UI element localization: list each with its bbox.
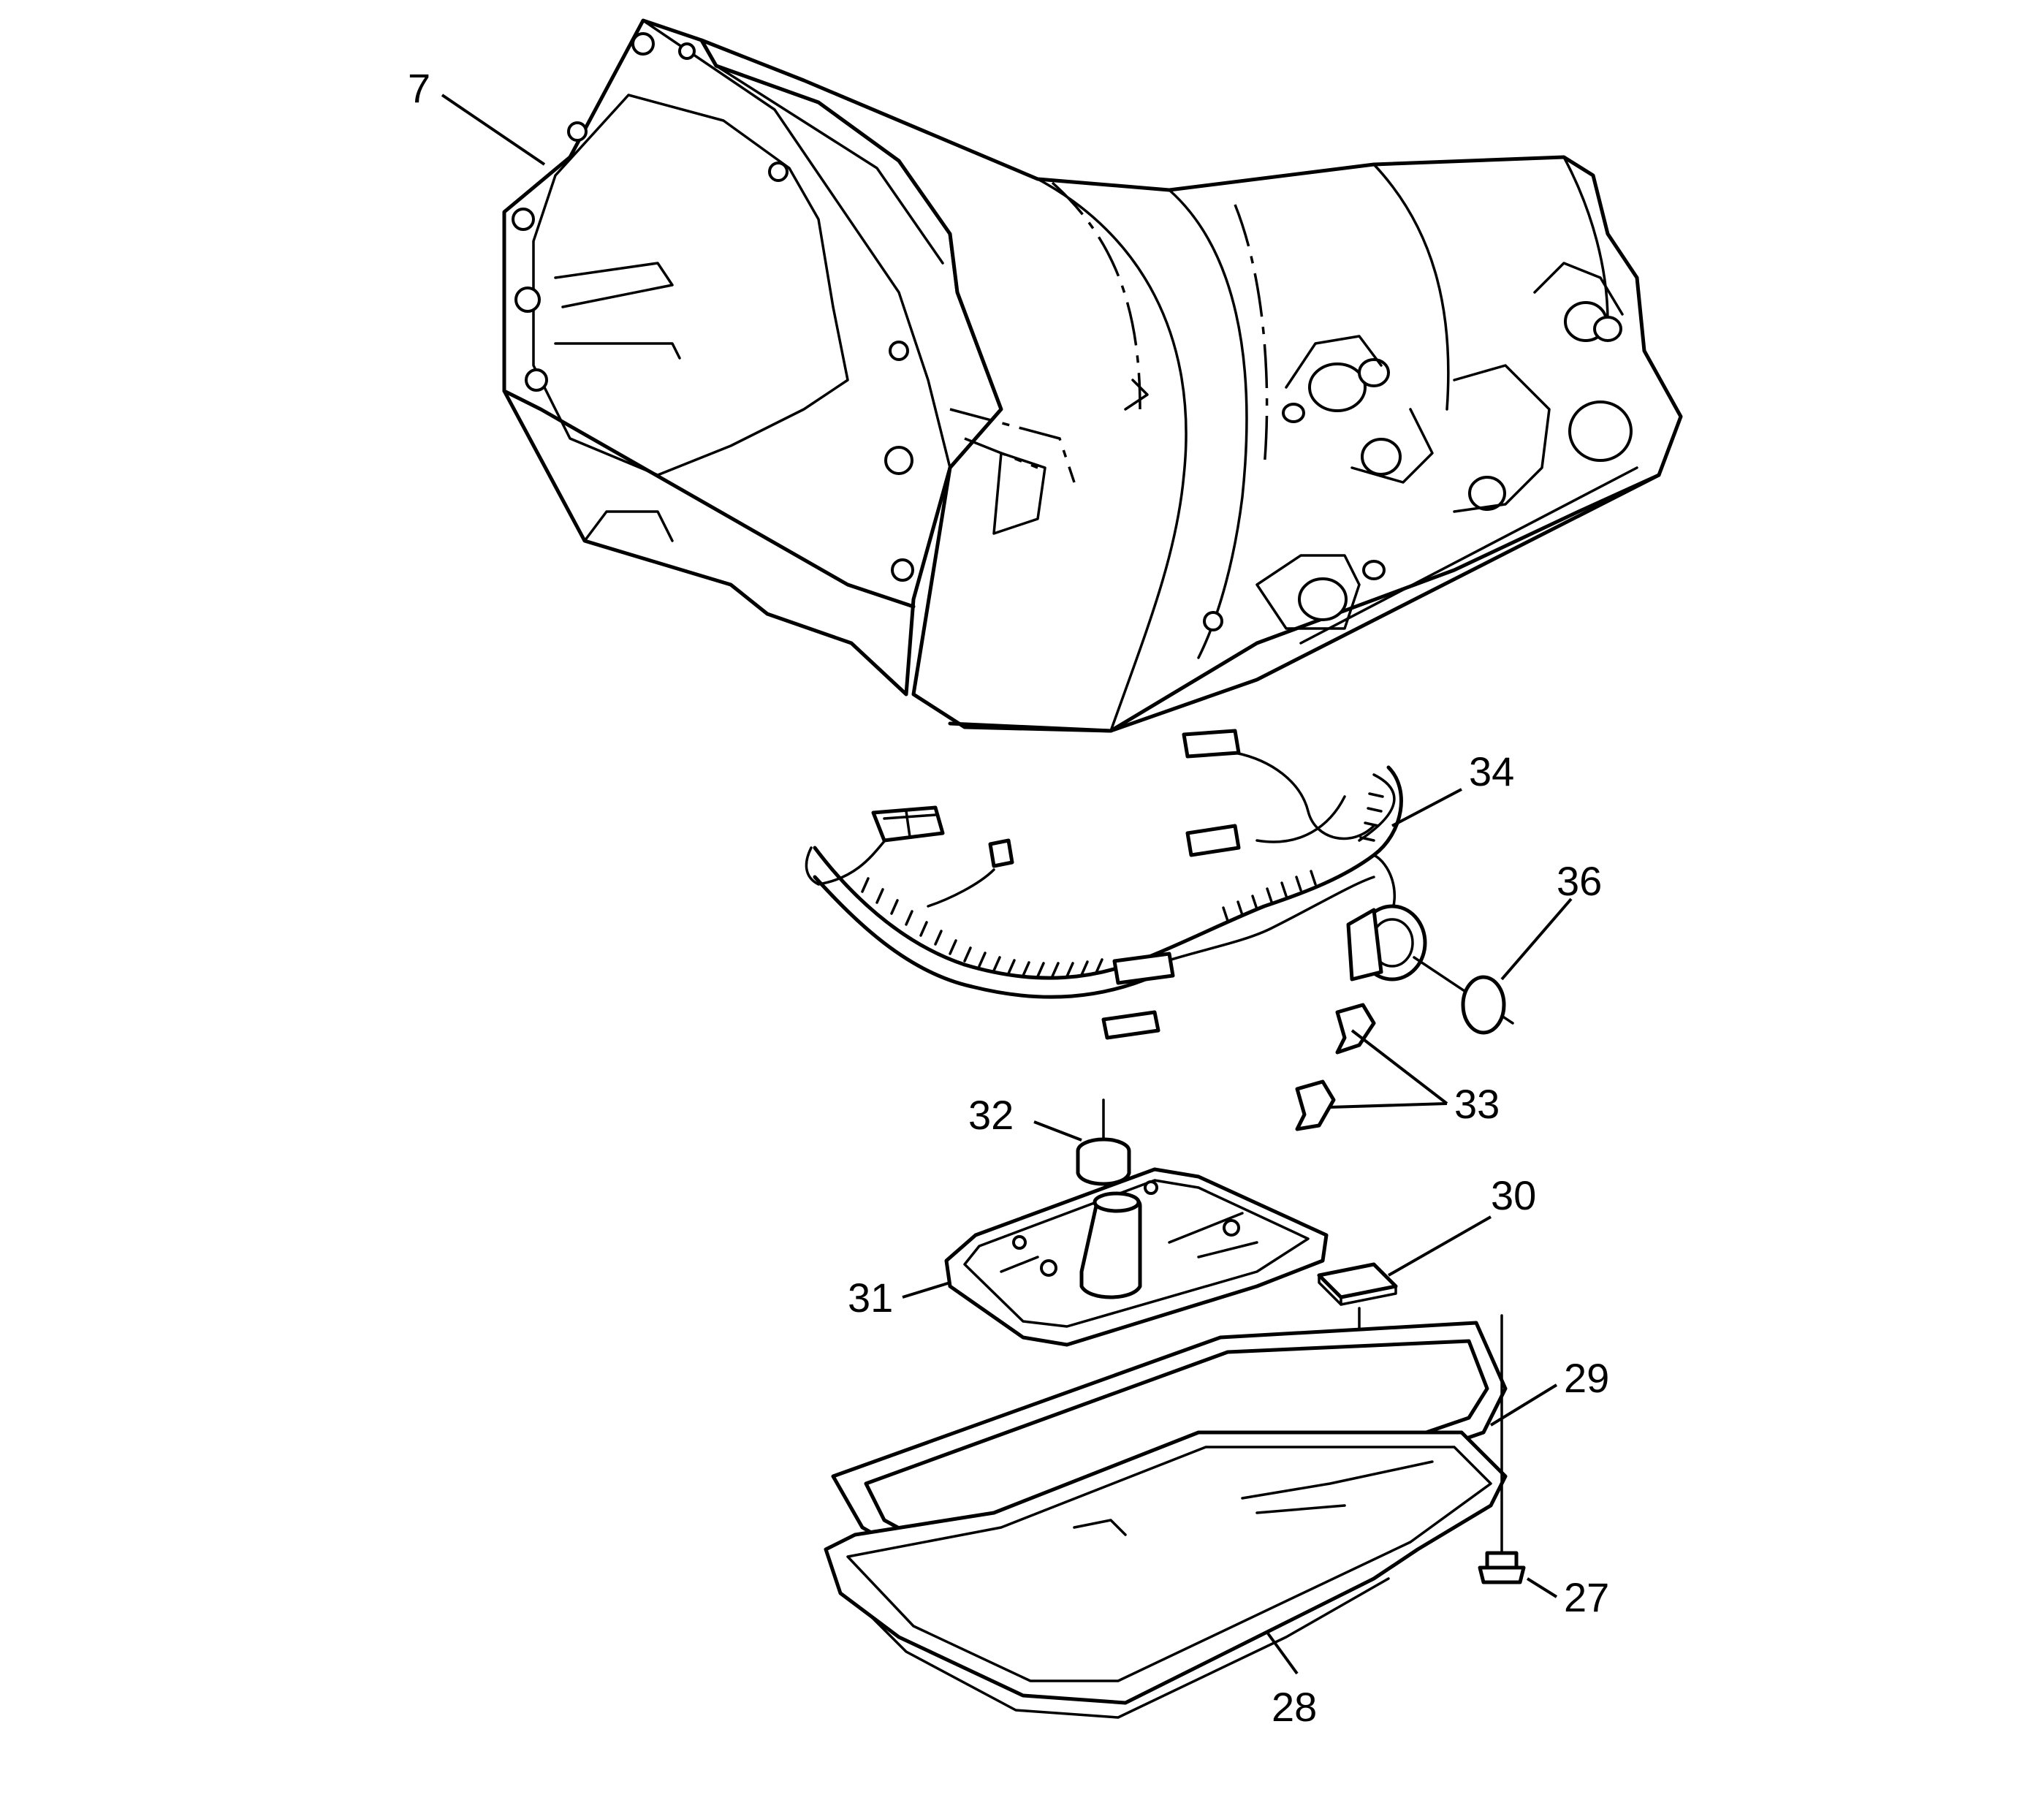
filter-seal [1076,1098,1131,1186]
callout-27: 27 [1564,1574,1609,1620]
callout-32: 32 [968,1092,1014,1138]
callout-7: 7 [408,65,430,111]
oil-filter [944,1167,1329,1347]
wiring-harness [805,729,1514,1040]
o-ring [1461,975,1506,1035]
pan-bolt [1478,1314,1526,1584]
leader-lines [441,94,1573,1675]
callout-36: 36 [1557,858,1602,904]
callout-34: 34 [1469,748,1514,794]
harness-clips [1295,1003,1376,1131]
oil-pan [824,1430,1508,1719]
callout-29: 29 [1564,1355,1609,1401]
callout-28: 28 [1272,1684,1317,1730]
callout-33: 33 [1454,1081,1500,1127]
transmission-case [502,18,1683,733]
callout-31: 31 [848,1275,893,1321]
callout-30: 30 [1491,1172,1536,1218]
